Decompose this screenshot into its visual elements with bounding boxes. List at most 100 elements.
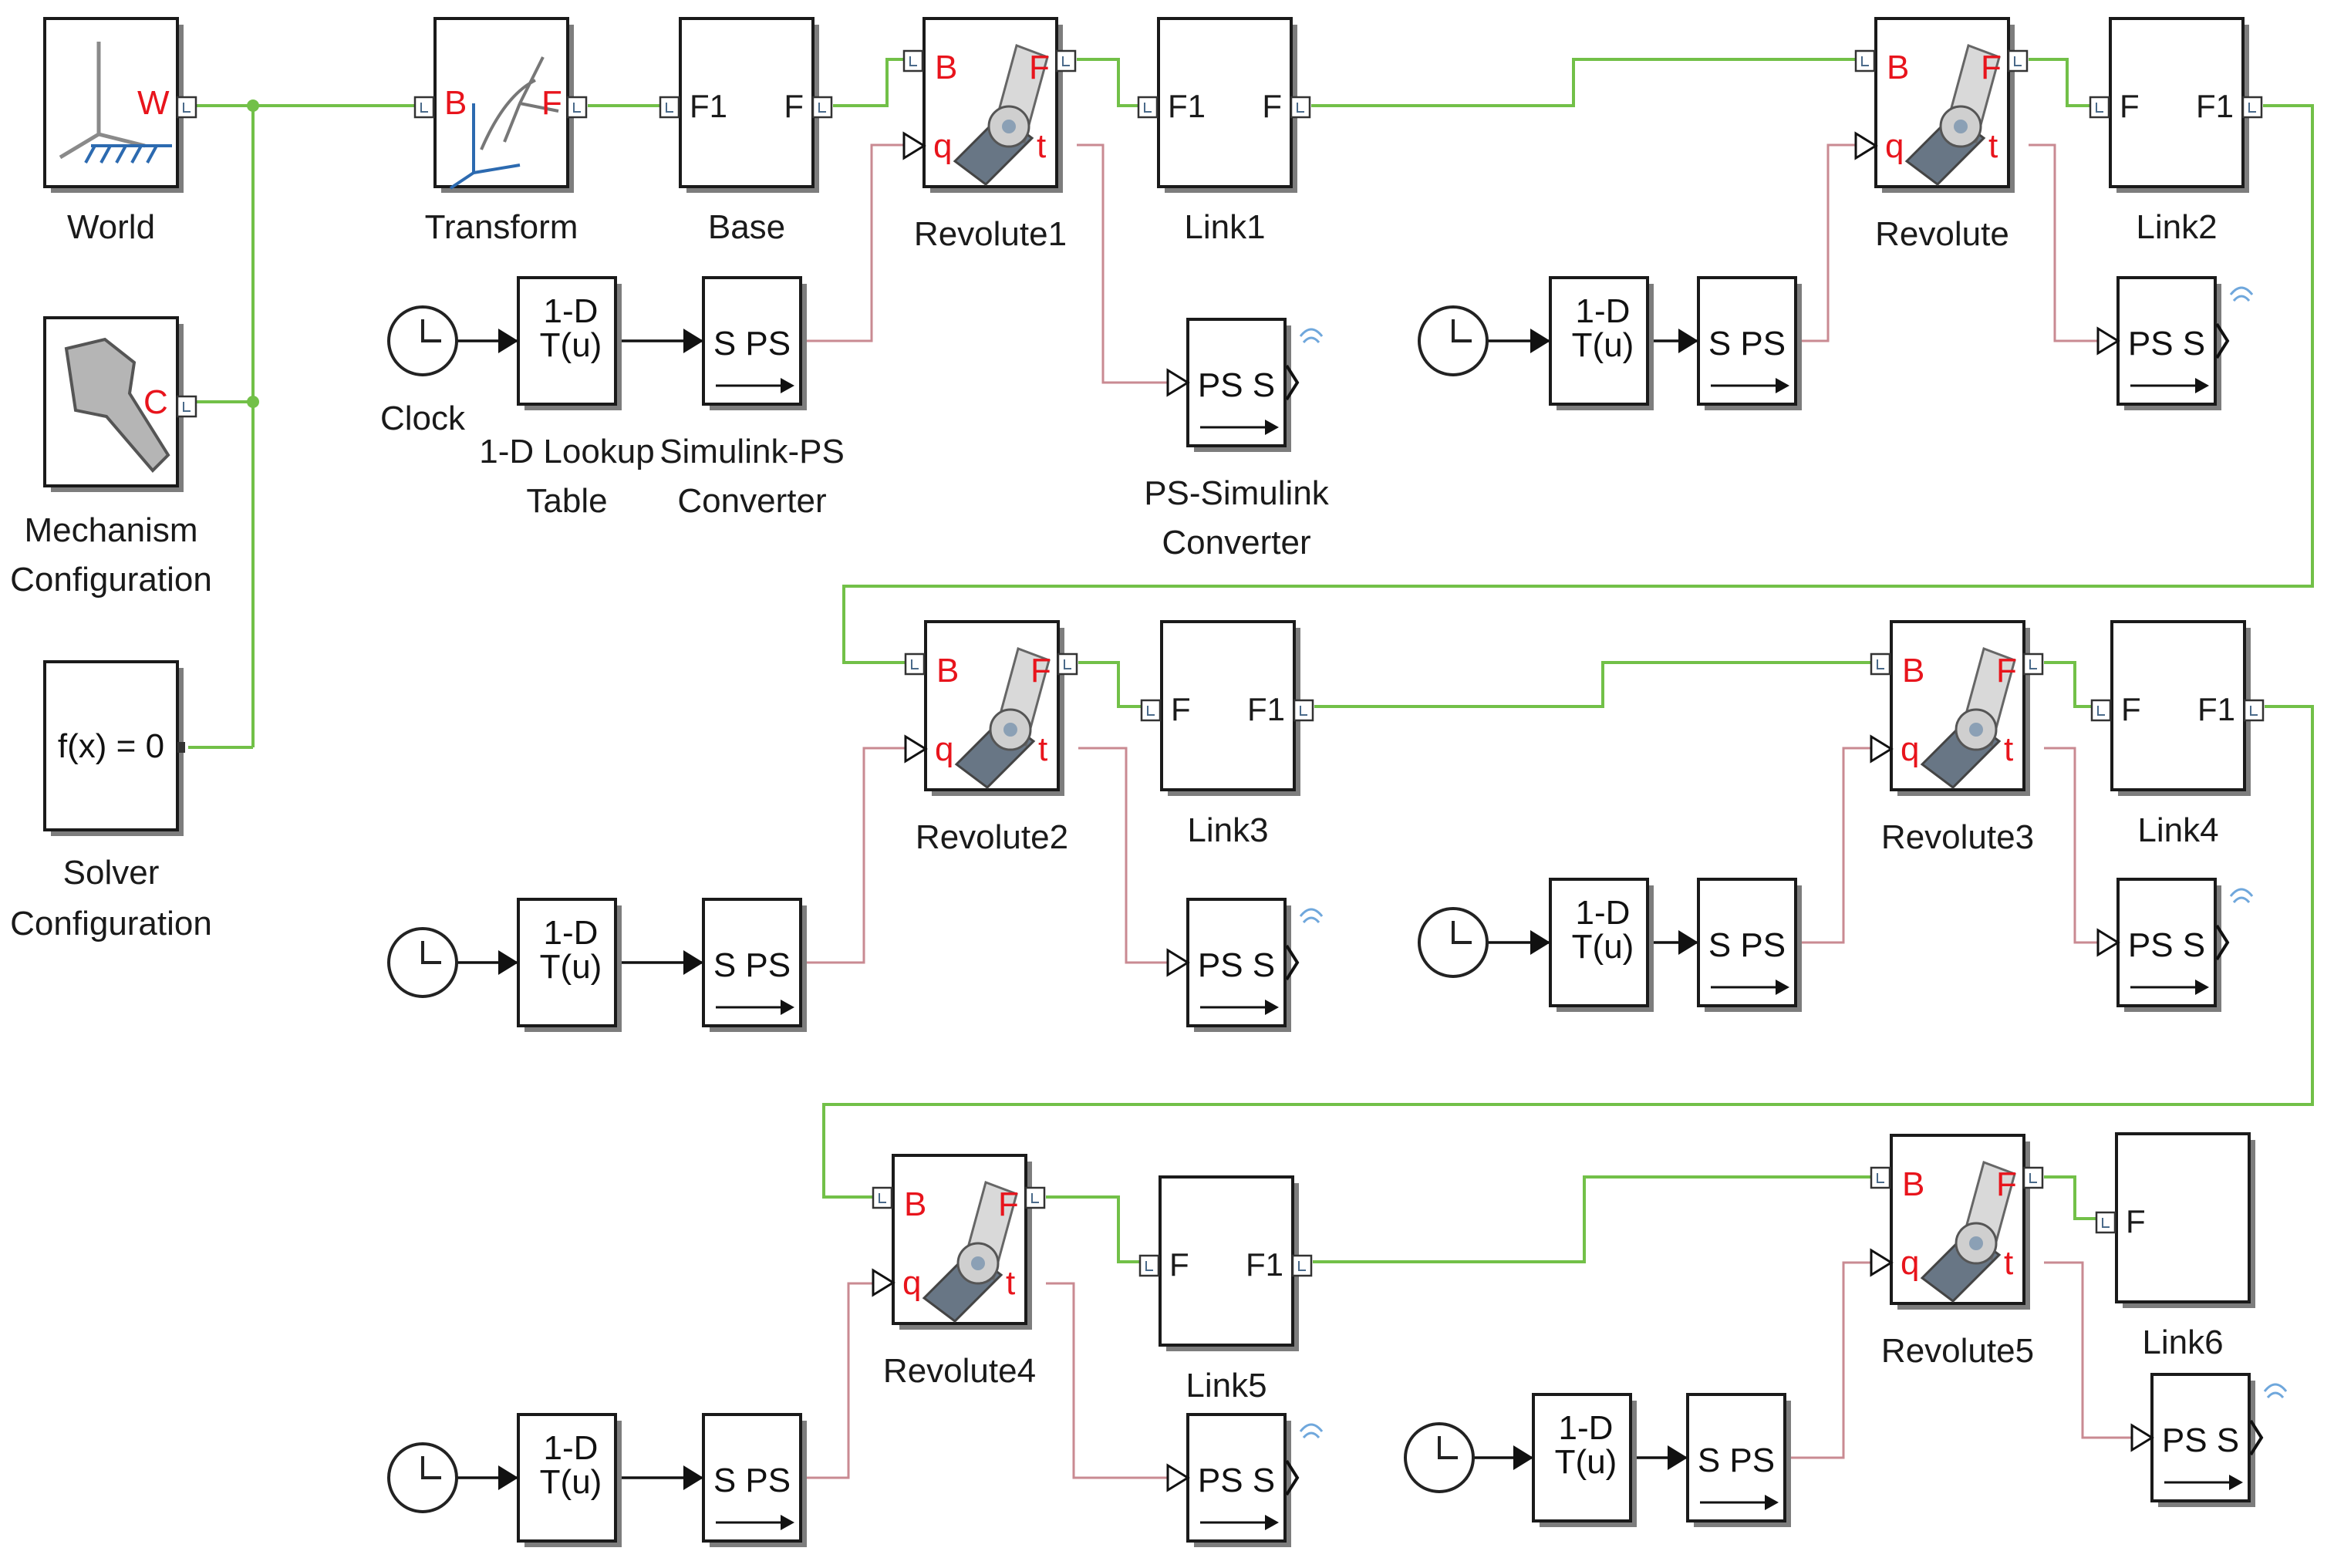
link5-port-in-label: F <box>1169 1246 1189 1283</box>
chain5-clock[interactable] <box>387 1442 458 1513</box>
chain3-clock-hands <box>421 941 441 964</box>
sensor5-ps-simulink-converter[interactable]: PS S <box>1166 1413 1324 1547</box>
revolute-port-b[interactable] <box>1854 49 1876 72</box>
chain2-simulink-ps-converter[interactable]: S PS <box>1678 276 1802 410</box>
chain4-simulink-ps-converter[interactable]: S PS <box>1678 878 1802 1012</box>
revolute-q-wire <box>1796 143 1856 342</box>
link4-port-in[interactable] <box>2090 699 2112 722</box>
sensor3-ps2s-in-arrow <box>1166 948 1190 977</box>
chain3-simulink-ps-converter[interactable]: S PS <box>683 898 807 1032</box>
link4-port-in-glyph <box>2097 706 2105 716</box>
chain5-lookup-table[interactable]: 1-DT(u) <box>498 1413 622 1547</box>
link4-port-out[interactable] <box>2243 699 2265 722</box>
ground-icon <box>84 144 172 164</box>
revolute1-t-wire <box>1077 143 1186 384</box>
link6-port-in-label: F <box>2126 1203 2146 1239</box>
link1-body <box>1157 17 1293 188</box>
world-label: World <box>67 208 155 246</box>
sensor2-ps-simulink-converter[interactable]: PS S <box>2096 276 2254 410</box>
chain3-clock[interactable] <box>387 927 458 998</box>
sensor3-ps-simulink-converter[interactable]: PS S <box>1166 898 1324 1032</box>
revolute-port-f[interactable] <box>2007 49 2029 72</box>
link2-port-in[interactable] <box>2089 96 2110 119</box>
link3-port-out[interactable] <box>1293 699 1314 722</box>
chain4-lookup-in-arrow <box>1530 930 1550 955</box>
mechanism-label-line1: Mechanism <box>25 511 198 549</box>
link5-port-out[interactable] <box>1291 1254 1313 1277</box>
revolute5-t-wire <box>2044 1261 2152 1439</box>
sensor6-ps-simulink-converter[interactable]: PS S <box>2130 1373 2288 1507</box>
transform-port-f[interactable] <box>566 96 588 119</box>
chain4-lookup-table[interactable]: 1-DT(u) <box>1530 878 1654 1012</box>
revolute3-port-f-glyph <box>2029 659 2037 669</box>
revolute4-port-b[interactable] <box>872 1186 893 1209</box>
sensor4-ps2s-arrow-head <box>2195 980 2209 995</box>
transform-port-b[interactable] <box>413 96 435 119</box>
base-port-out[interactable] <box>811 96 833 119</box>
chain4-lookup-body <box>1549 878 1649 1007</box>
revolute1-port-b[interactable] <box>902 49 924 72</box>
chain5-lookup-body <box>517 1413 617 1543</box>
chain1-clock[interactable]: Clock <box>380 305 466 437</box>
revolute3-port-f[interactable] <box>2022 652 2044 676</box>
solver-port[interactable] <box>177 742 185 753</box>
world-port-w[interactable] <box>176 96 197 119</box>
revolute1-port-f[interactable] <box>1055 49 1077 72</box>
chain6-clock[interactable] <box>1404 1422 1475 1493</box>
revolute4-link5-wire <box>1046 1195 1140 1263</box>
base-port-out-label: F <box>784 88 804 124</box>
revolute5-port-b[interactable] <box>1870 1166 1891 1189</box>
revolute-port-q-label: q <box>1885 127 1904 165</box>
sensor4-ps-simulink-converter[interactable]: PS S <box>2096 878 2254 1012</box>
chain2-lookup-table[interactable]: 1-DT(u) <box>1530 276 1654 410</box>
link1-port-in[interactable] <box>1137 96 1159 119</box>
chain2-clock[interactable] <box>1418 305 1489 376</box>
transform-port-b-glyph <box>420 103 428 113</box>
revolute3-port-b[interactable] <box>1870 652 1891 676</box>
revolute2-port-q-label: q <box>935 730 953 768</box>
chain3-lookup-table[interactable]: 1-DT(u) <box>498 898 622 1032</box>
link2-port-in-glyph <box>2096 103 2103 113</box>
link1-port-out[interactable] <box>1290 96 1311 119</box>
chain6-lookup-table[interactable]: 1-DT(u) <box>1513 1393 1637 1527</box>
base-port-in[interactable] <box>659 96 680 119</box>
chain4-clock[interactable] <box>1418 907 1489 978</box>
revolute2-port-b[interactable] <box>904 652 926 676</box>
mechanism-port-c[interactable] <box>176 395 197 418</box>
link3-port-in[interactable] <box>1140 699 1162 722</box>
link5-port-in[interactable] <box>1138 1254 1160 1277</box>
link6-port-in[interactable] <box>2095 1211 2116 1234</box>
revolute-label: Revolute <box>1875 215 2009 253</box>
revolute5-port-f[interactable] <box>2022 1166 2044 1189</box>
revolute2-port-f[interactable] <box>1057 652 1078 676</box>
revolute2-port-f-glyph <box>1064 659 1071 669</box>
chain5-simulink-ps-converter[interactable]: S PS <box>683 1413 807 1547</box>
link2-port-in-label: F <box>2120 88 2140 124</box>
revolute2-port-t-label: t <box>1038 730 1047 768</box>
sensor6-ps2s-wireless-icon <box>2263 1383 2288 1399</box>
revolute4-port-f[interactable] <box>1024 1186 1046 1209</box>
chain6-simulink-ps-converter[interactable]: S PS <box>1668 1393 1791 1527</box>
link2-port-out[interactable] <box>2241 96 2263 119</box>
